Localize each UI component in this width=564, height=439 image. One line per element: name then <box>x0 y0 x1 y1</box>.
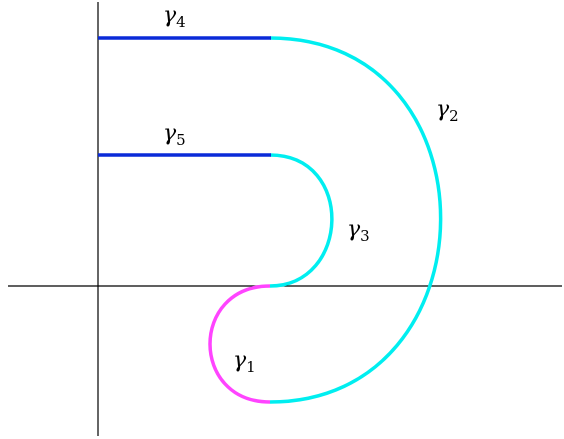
label-gamma-2: γ2 <box>436 97 459 125</box>
label-gamma-5: γ5 <box>163 121 186 149</box>
curve-gamma-2 <box>269 36 443 404</box>
label-gamma-4: γ4 <box>163 3 186 31</box>
label-gamma-1: γ1 <box>233 348 256 376</box>
curve-gamma-1 <box>208 284 271 404</box>
curve-gamma-3 <box>269 153 334 288</box>
label-gamma-3: γ3 <box>347 217 370 245</box>
